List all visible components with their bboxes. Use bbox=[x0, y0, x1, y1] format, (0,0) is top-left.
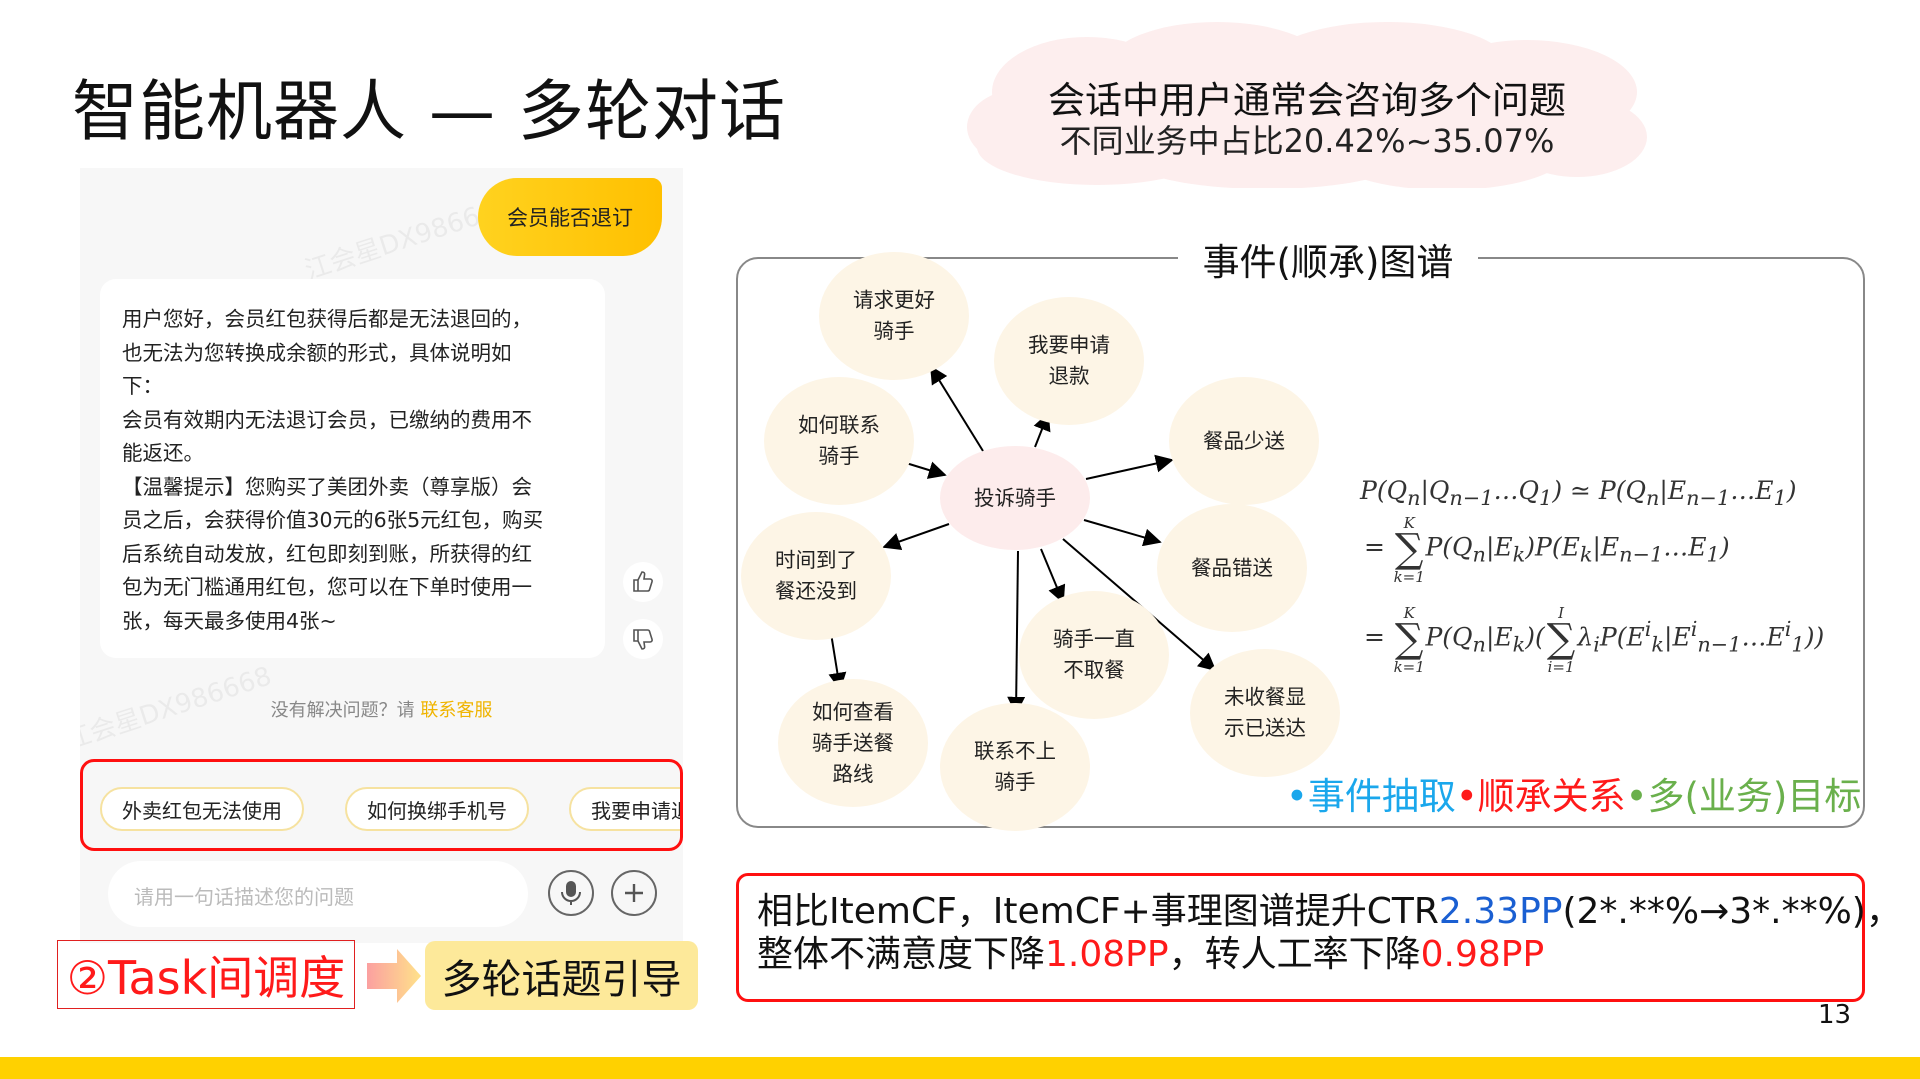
bot-line: 下： bbox=[122, 374, 163, 398]
legend-event-extraction: •事件抽取 bbox=[1286, 775, 1456, 818]
graph-node: 骑手一直不取餐 bbox=[1019, 591, 1169, 719]
bot-line: 也无法为您转换成余额的形式，具体说明如 bbox=[122, 340, 512, 365]
graph-node-center: 投诉骑手 bbox=[940, 446, 1090, 550]
node-label: 未收餐显示已送达 bbox=[1224, 685, 1306, 740]
suggestion-chip[interactable]: 如何换绑手机号 bbox=[345, 787, 529, 831]
bot-line: 会员有效期内无法退订会员，已缴纳的费用不 bbox=[122, 407, 532, 432]
node-label: 投诉骑手 bbox=[974, 485, 1056, 510]
bot-message-bubble: 用户您好，会员红包获得后都是无法退回的， 也无法为您转换成余额的形式，具体说明如… bbox=[100, 279, 605, 658]
graph-node: 联系不上骑手 bbox=[940, 703, 1090, 831]
graph-legend: •事件抽取•顺承关系•多(业务)目标 bbox=[1286, 766, 1861, 820]
transfer-rate-drop: 0.98PP bbox=[1420, 934, 1545, 975]
node-label: 骑手一直不取餐 bbox=[1053, 627, 1135, 682]
edge bbox=[1083, 519, 1162, 547]
formula-line-1: P(Qn|Qn−1…Q1) ≃ P(Qn|En−1…E1) bbox=[1360, 476, 1797, 510]
suggestion-chip[interactable]: 外卖红包无法使用 bbox=[100, 787, 304, 831]
cloud-shape bbox=[967, 22, 1647, 188]
result-box: 相比ItemCF，ItemCF+事理图谱提升CTR2.33PP(2*.**%→3… bbox=[736, 873, 1902, 1002]
task-scheduling-label: ②Task间调度 bbox=[57, 940, 355, 1009]
result-text: ，转人工率下降 bbox=[1168, 934, 1421, 975]
cloud-line-2: 不同业务中占比20.42%~35.07% bbox=[1059, 122, 1555, 160]
bot-line: 后系统自动发放，红包即刻到账，所获得的红 bbox=[122, 541, 532, 566]
ctr-gain: 2.33PP bbox=[1438, 891, 1563, 932]
node-label: 联系不上骑手 bbox=[974, 739, 1056, 794]
suggestion-chip[interactable]: 我要申请退款 bbox=[569, 787, 680, 831]
thumbs-down-icon bbox=[633, 629, 653, 650]
topic-guide-label: 多轮话题引导 bbox=[425, 941, 698, 1010]
suggestion-bar: 外卖红包无法使用 如何换绑手机号 我要申请退款 bbox=[80, 759, 683, 851]
dissatisfaction-drop: 1.08PP bbox=[1045, 934, 1169, 975]
edge bbox=[1040, 548, 1066, 604]
legend-multi-objective: •多(业务)目标 bbox=[1625, 775, 1862, 818]
node-label: 我要申请退款 bbox=[1028, 333, 1110, 388]
thumbs-up-button[interactable] bbox=[623, 562, 663, 602]
event-graph-title: 事件(顺承)图谱 bbox=[1178, 232, 1478, 286]
unresolved-hint: 没有解决问题？请 联系客服 bbox=[80, 696, 683, 722]
user-message-bubble: 会员能否退订 bbox=[478, 178, 662, 256]
edge bbox=[882, 523, 950, 551]
contact-service-link[interactable]: 联系客服 bbox=[420, 700, 493, 721]
result-line-1: 相比ItemCF，ItemCF+事理图谱提升CTR2.33PP(2*.**%→3… bbox=[757, 890, 1902, 933]
thumbs-down-button[interactable] bbox=[623, 619, 663, 659]
bot-line: 能返还。 bbox=[122, 441, 204, 465]
graph-node: 请求更好骑手 bbox=[819, 252, 969, 380]
edge bbox=[1085, 454, 1174, 480]
slide-title: 智能机器人 — 多轮对话 bbox=[72, 73, 786, 150]
node-label: 时间到了餐还没到 bbox=[775, 548, 857, 603]
node-label: 请求更好骑手 bbox=[853, 288, 935, 343]
thumbs-up-icon bbox=[633, 571, 653, 592]
question-input[interactable]: 请用一句话描述您的问题 bbox=[108, 861, 528, 927]
node-label: 如何查看骑手送餐路线 bbox=[812, 699, 894, 786]
graph-node: 如何查看骑手送餐路线 bbox=[778, 679, 928, 807]
graph-node: 我要申请退款 bbox=[994, 297, 1144, 425]
plus-icon bbox=[625, 884, 643, 902]
result-line-2: 整体不满意度下降1.08PP，转人工率下降0.98PP bbox=[757, 933, 1844, 976]
node-label: 如何联系骑手 bbox=[798, 413, 880, 468]
microphone-icon bbox=[561, 881, 581, 905]
bot-line: 员之后，会获得价值30元的6张5元红包，购买 bbox=[122, 508, 544, 532]
voice-button[interactable] bbox=[548, 870, 594, 916]
cloud-line-1: 会话中用户通常会咨询多个问题 bbox=[1048, 79, 1566, 122]
result-text: 相比ItemCF，ItemCF+事理图谱提升CTR bbox=[757, 891, 1439, 932]
node-label: 餐品少送 bbox=[1203, 428, 1285, 453]
result-text: 整体不满意度下降 bbox=[757, 934, 1046, 975]
result-text: (2*.**%→3*.**%)， bbox=[1562, 891, 1902, 932]
edge bbox=[1007, 550, 1026, 715]
graph-node: 如何联系骑手 bbox=[764, 377, 914, 505]
bot-line: 张，每天最多使用4张~ bbox=[122, 608, 337, 633]
page-number: 13 bbox=[1818, 1000, 1852, 1030]
node-label: 餐品错送 bbox=[1191, 555, 1273, 580]
bot-line: 包为无门槛通用红包，您可以在下单时使用一 bbox=[122, 575, 532, 599]
footer-bar bbox=[0, 1057, 1920, 1079]
edge bbox=[905, 461, 947, 479]
graph-node: 未收餐显示已送达 bbox=[1190, 649, 1340, 777]
unresolved-text: 没有解决问题？请 bbox=[270, 700, 421, 721]
right-arrow-icon bbox=[367, 949, 421, 1003]
bot-line: 用户您好，会员红包获得后都是无法退回的， bbox=[122, 307, 532, 331]
graph-node: 餐品错送 bbox=[1157, 504, 1307, 632]
cloud-callout: 会话中用户通常会咨询多个问题 不同业务中占比20.42%~35.07% bbox=[967, 22, 1647, 188]
graph-node: 餐品少送 bbox=[1169, 377, 1319, 505]
add-button[interactable] bbox=[611, 870, 657, 916]
legend-succession: •顺承关系 bbox=[1455, 775, 1626, 818]
bot-line: 【温馨提示】您购买了美团外卖（尊享版）会 bbox=[122, 474, 532, 499]
graph-node: 时间到了餐还没到 bbox=[741, 512, 891, 640]
edge bbox=[930, 365, 984, 452]
